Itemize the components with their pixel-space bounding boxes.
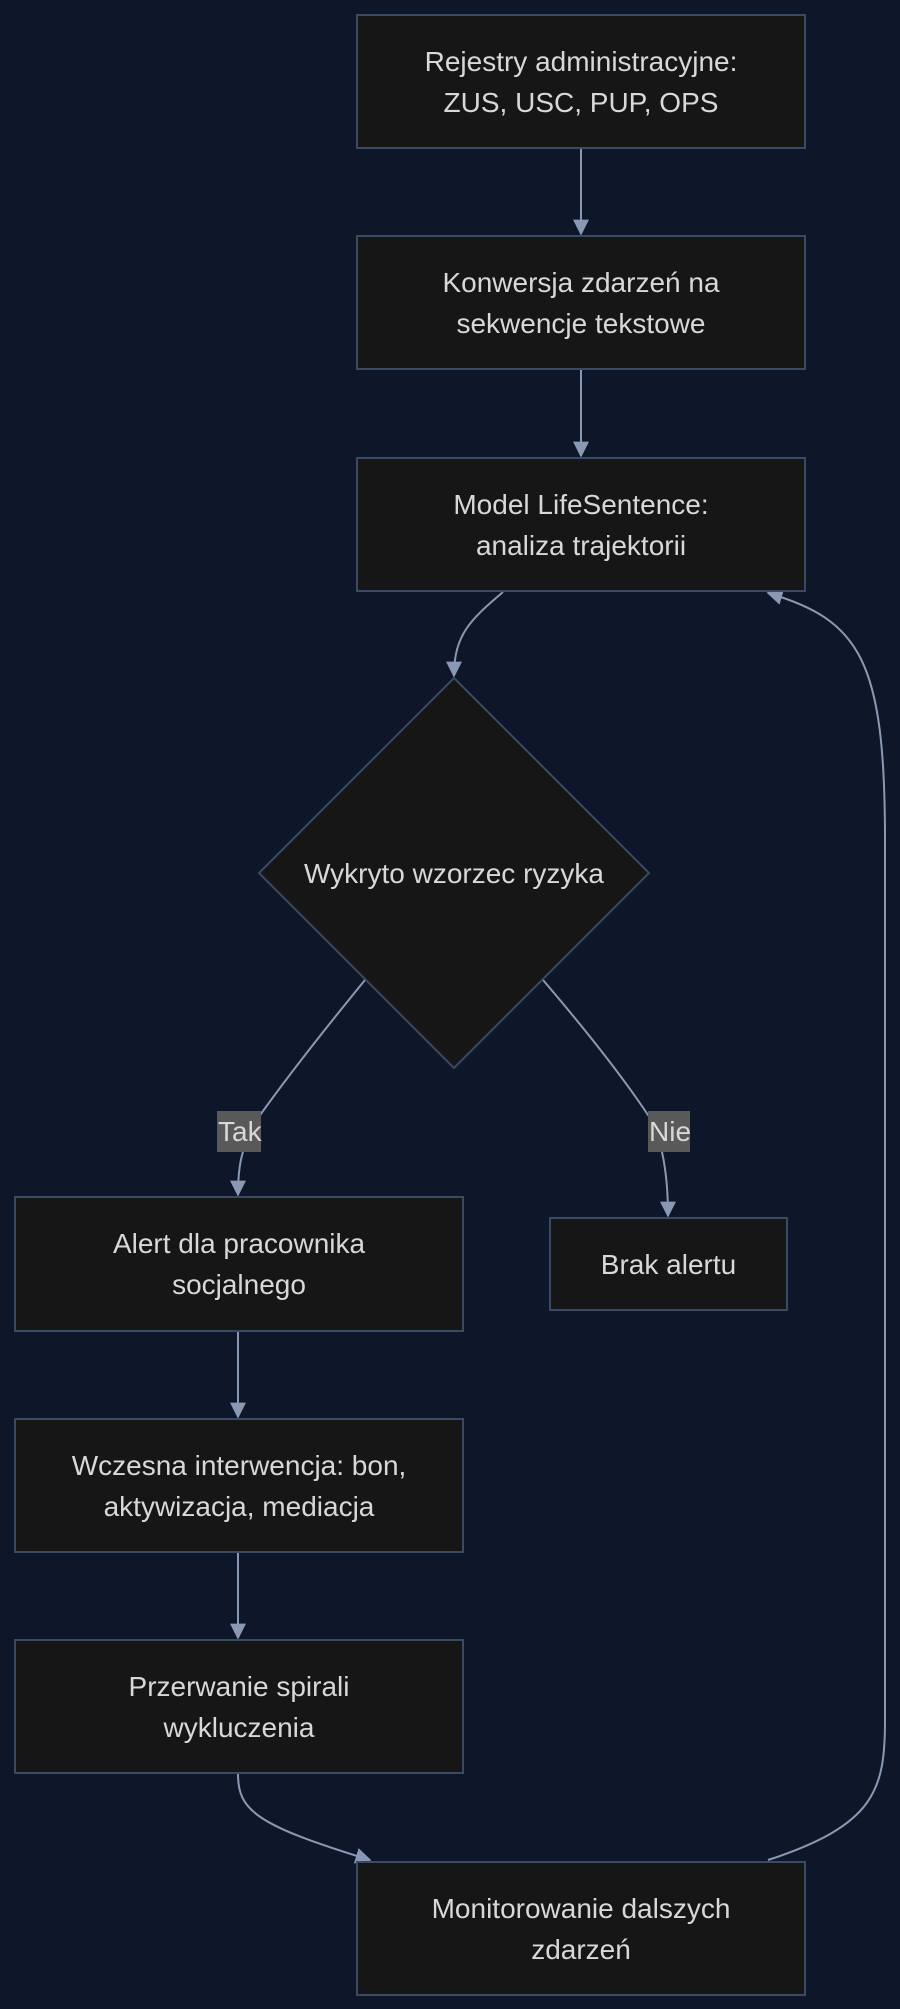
node-model: Model LifeSentence: analiza trajektorii bbox=[356, 457, 806, 592]
edge-monitoring-model bbox=[766, 589, 886, 1861]
edge-model-decision bbox=[446, 591, 504, 678]
node-no-alert: Brak alertu bbox=[549, 1217, 788, 1311]
decision-label: Wykryto wzorzec ryzyka bbox=[303, 857, 604, 889]
node-break-spiral: Przerwanie spirali wykluczenia bbox=[14, 1639, 464, 1774]
edge-decision-noalert bbox=[542, 979, 676, 1218]
node-alert: Alert dla pracownika socjalnego bbox=[14, 1196, 464, 1332]
decision-diamond bbox=[257, 676, 651, 1070]
node-intervention: Wczesna interwencja: bon, aktywizacja, m… bbox=[14, 1418, 464, 1553]
edge-decision-alert bbox=[230, 979, 366, 1197]
edge-break-monitoring bbox=[237, 1773, 372, 1864]
node-conversion: Konwersja zdarzeń na sekwencje tekstowe bbox=[356, 235, 806, 370]
edge-label-yes: Tak bbox=[217, 1111, 262, 1152]
edge-label-no: Nie bbox=[648, 1111, 691, 1152]
node-monitoring: Monitorowanie dalszych zdarzeń bbox=[356, 1861, 806, 1996]
node-registries: Rejestry administracyjne: ZUS, USC, PUP,… bbox=[356, 14, 806, 149]
